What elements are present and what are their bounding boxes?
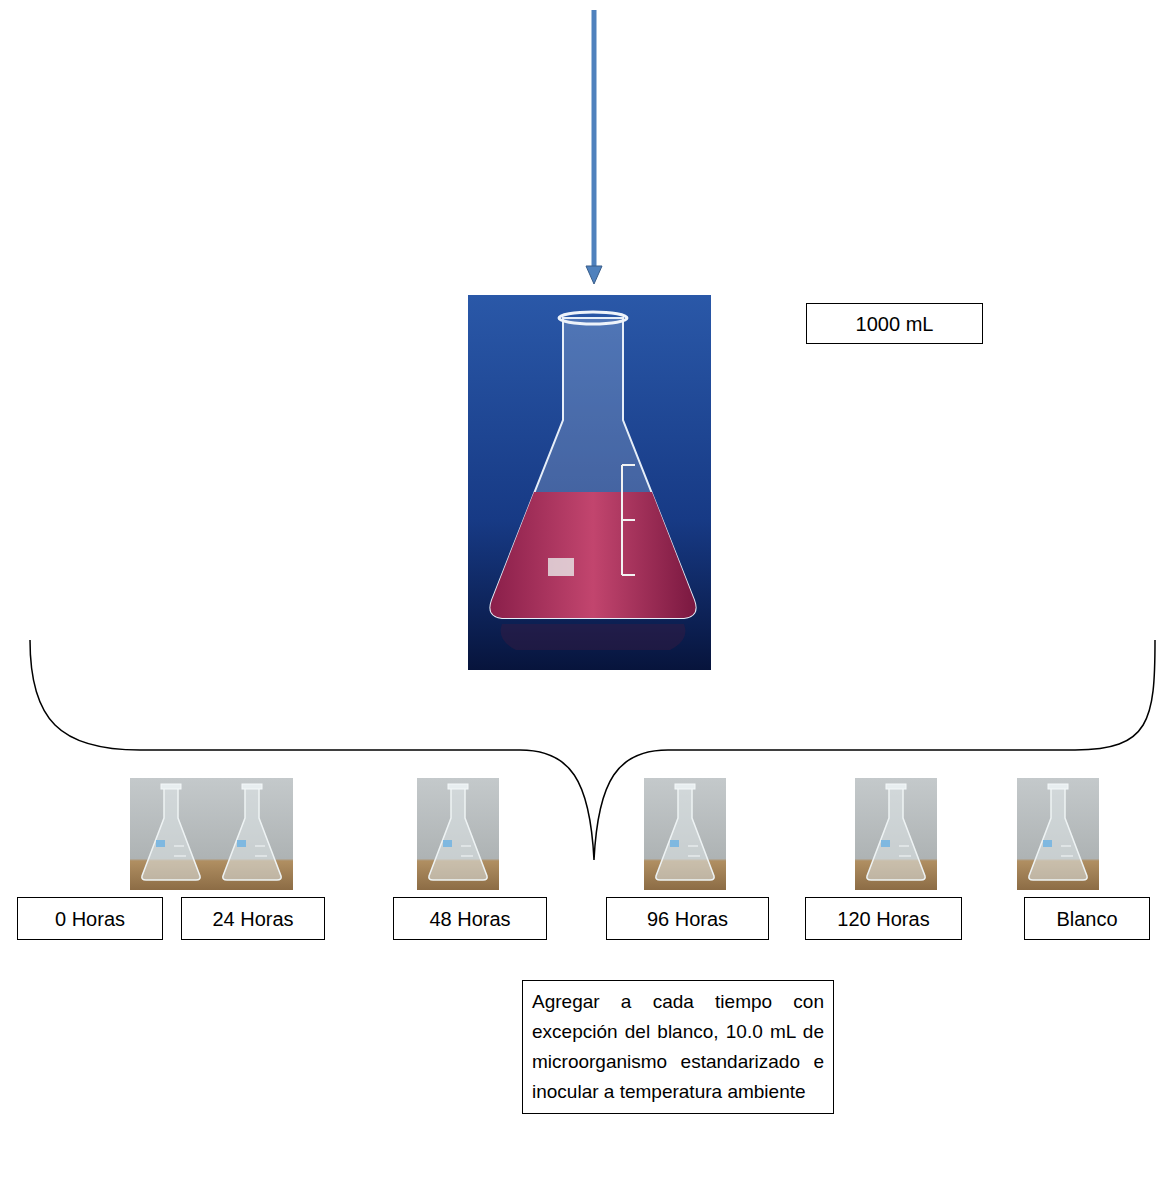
label-box: 96 Horas (606, 897, 769, 940)
box-label: 24 Horas (212, 907, 293, 931)
label-box: 48 Horas (393, 897, 547, 940)
box-label: 96 Horas (647, 907, 728, 931)
note-text: Agregar a cada tiempo con excepción del … (532, 987, 824, 1107)
box-label: 120 Horas (837, 907, 929, 931)
flask-photo (211, 778, 293, 890)
box-label: Blanco (1056, 907, 1117, 931)
flask-photo (855, 778, 937, 890)
note-box: Agregar a cada tiempo con excepción del … (522, 980, 834, 1114)
label-box: 0 Horas (17, 897, 163, 940)
flask-photo (468, 295, 711, 670)
flask-photo (644, 778, 726, 890)
box-label: 1000 mL (856, 312, 934, 336)
box-label: 48 Horas (429, 907, 510, 931)
flow-arrow (592, 10, 597, 268)
label-box: 1000 mL (806, 303, 983, 344)
label-box: Blanco (1024, 897, 1150, 940)
flask-photo (1017, 778, 1099, 890)
arrow-head (586, 266, 602, 284)
box-label: 0 Horas (55, 907, 125, 931)
label-box: 120 Horas (805, 897, 962, 940)
flask-photo (130, 778, 212, 890)
label-box: 24 Horas (181, 897, 325, 940)
flask-photo (417, 778, 499, 890)
